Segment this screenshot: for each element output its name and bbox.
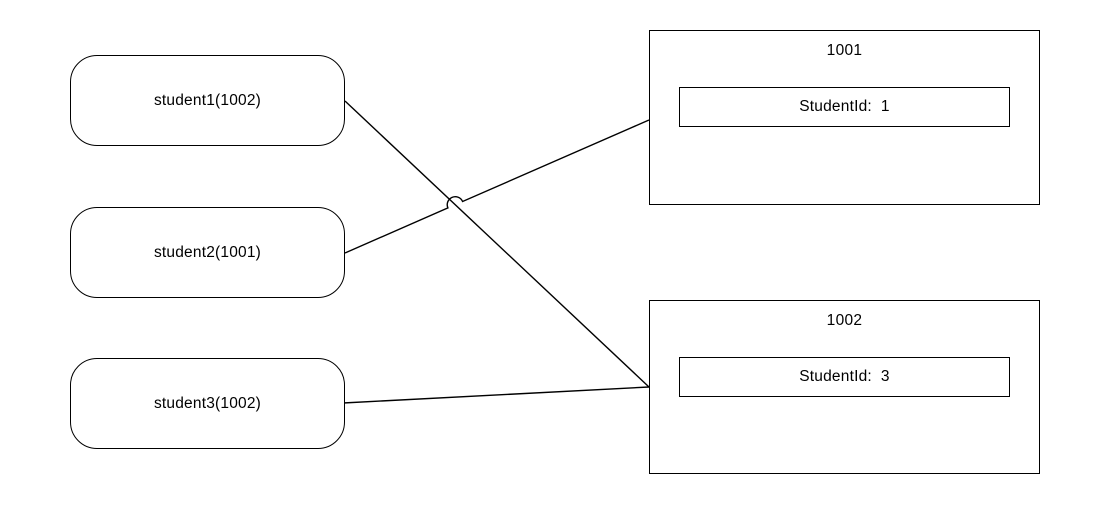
edge-student2-to-1001 (344, 119, 650, 254)
edge-student3-to-1002 (342, 386, 650, 404)
group-1002-title: 1002 (826, 312, 863, 329)
student1-node: student1(1002) (70, 55, 345, 146)
group-1002: 1002 StudentId: 3 (649, 300, 1040, 474)
group-1001-studentid-field: StudentId: 1 (679, 87, 1010, 127)
group-1002-studentid-field: StudentId: 3 (679, 357, 1010, 397)
student3-node: student3(1002) (70, 358, 345, 449)
student2-node: student2(1001) (70, 207, 345, 298)
group-1001: 1001 StudentId: 1 (649, 30, 1040, 205)
edge-student1-to-1002 (344, 100, 650, 388)
group-1001-title: 1001 (826, 42, 863, 59)
